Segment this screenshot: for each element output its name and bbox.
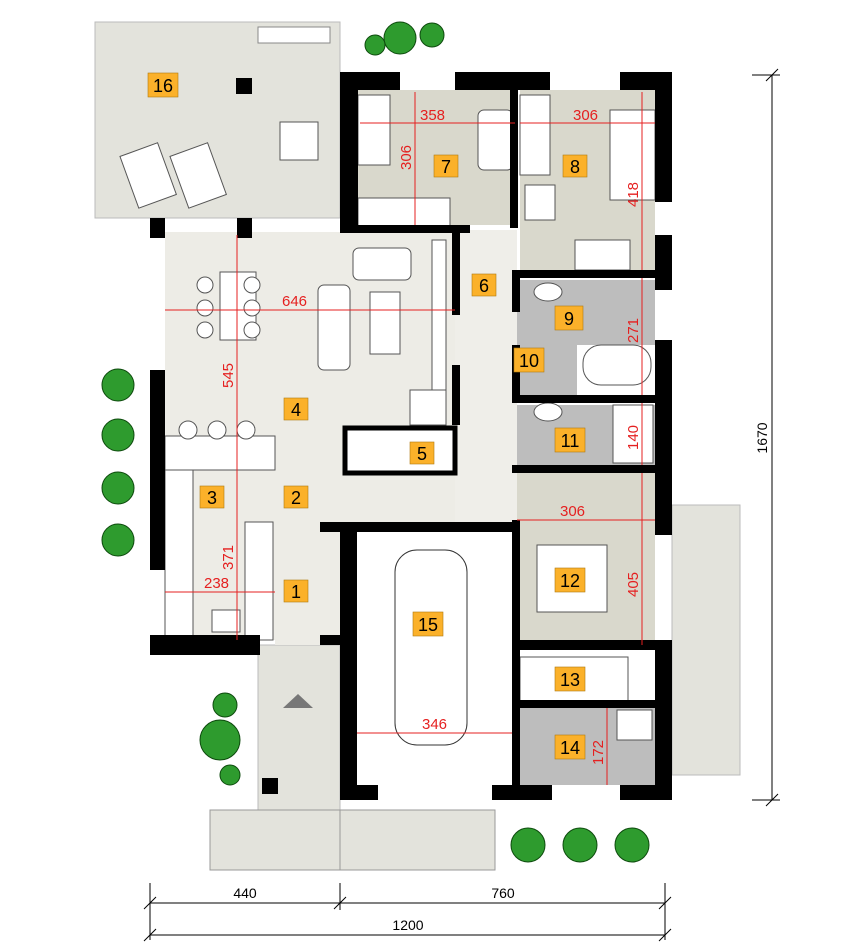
svg-text:13: 13 xyxy=(560,670,580,690)
dim-kitchen-width: 238 xyxy=(204,575,229,592)
dim-room11-depth: 140 xyxy=(625,425,642,450)
dim-total-width: 1200 xyxy=(392,917,423,933)
svg-text:15: 15 xyxy=(418,615,438,635)
car xyxy=(394,549,468,746)
svg-text:10: 10 xyxy=(519,351,539,371)
svg-text:9: 9 xyxy=(564,309,574,329)
plant-icon xyxy=(199,692,241,786)
room-labels: 1 2 3 4 5 6 7 8 9 10 11 12 13 14 15 16 xyxy=(147,72,588,760)
svg-text:1: 1 xyxy=(291,582,301,602)
room-dimensions: 358 306 306 418 646 545 371 238 271 140 … xyxy=(165,92,655,785)
terrace-pillar xyxy=(236,78,252,94)
dim-room7-depth: 306 xyxy=(398,145,415,170)
room-label-12: 12 xyxy=(554,567,586,593)
room-label-4: 4 xyxy=(283,397,309,421)
dim-room7-width: 358 xyxy=(420,107,445,124)
plant-icon xyxy=(101,471,135,505)
right-terrace-area xyxy=(671,504,741,776)
dim-kitchen-depth: 371 xyxy=(220,545,237,570)
svg-text:14: 14 xyxy=(560,738,580,758)
overall-dimensions: 1670 440 760 1200 xyxy=(143,68,780,942)
svg-text:8: 8 xyxy=(570,157,580,177)
entrance-steps xyxy=(209,809,496,871)
entrance-arrow-icon xyxy=(283,694,313,708)
room-label-1: 1 xyxy=(283,579,309,603)
dim-room8-depth: 418 xyxy=(625,182,642,207)
plant-icon xyxy=(101,368,135,402)
room-label-2: 2 xyxy=(283,485,309,509)
walls xyxy=(150,72,672,800)
svg-text:3: 3 xyxy=(207,488,217,508)
room-label-9: 9 xyxy=(554,305,584,331)
plant-icon xyxy=(364,21,445,56)
room-label-8: 8 xyxy=(562,154,588,178)
dim-left-width: 440 xyxy=(233,885,257,901)
dim-room12-width: 306 xyxy=(560,503,585,520)
room-label-13: 13 xyxy=(554,666,586,692)
room-label-3: 3 xyxy=(199,485,225,509)
room-label-7: 7 xyxy=(433,154,459,178)
plant-icon xyxy=(101,523,135,557)
stairs xyxy=(342,425,458,476)
dim-garage-width: 346 xyxy=(422,716,447,733)
dim-total-depth: 1670 xyxy=(754,422,770,453)
svg-text:11: 11 xyxy=(561,431,580,451)
svg-text:6: 6 xyxy=(479,276,489,296)
room-label-11: 11 xyxy=(554,427,586,453)
dim-living-width: 646 xyxy=(282,293,307,310)
svg-text:5: 5 xyxy=(417,444,427,464)
room-label-10: 10 xyxy=(513,347,545,373)
room-label-5: 5 xyxy=(409,441,435,465)
terrace-bench xyxy=(257,26,331,44)
svg-text:4: 4 xyxy=(291,400,301,420)
dim-room9-depth: 271 xyxy=(625,318,642,343)
dim-right-width: 760 xyxy=(491,885,515,901)
plant-icon xyxy=(562,827,598,863)
dim-room8-width: 306 xyxy=(573,107,598,124)
room-label-16: 16 xyxy=(147,72,179,98)
svg-text:2: 2 xyxy=(291,488,301,508)
dim-room12-depth: 405 xyxy=(625,572,642,597)
dim-living-depth: 545 xyxy=(220,363,237,388)
room-label-6: 6 xyxy=(471,273,497,297)
plant-icon xyxy=(510,827,546,863)
room-label-14: 14 xyxy=(554,734,586,760)
plant-icons xyxy=(101,21,650,863)
plant-icon xyxy=(101,418,135,452)
svg-text:7: 7 xyxy=(441,157,451,177)
room-label-15: 15 xyxy=(412,611,444,637)
porch-pillar xyxy=(262,778,278,794)
svg-text:12: 12 xyxy=(560,571,580,591)
dim-room14-depth: 172 xyxy=(590,740,607,765)
plant-icon xyxy=(614,827,650,863)
furniture xyxy=(119,94,656,746)
svg-text:16: 16 xyxy=(153,76,173,96)
